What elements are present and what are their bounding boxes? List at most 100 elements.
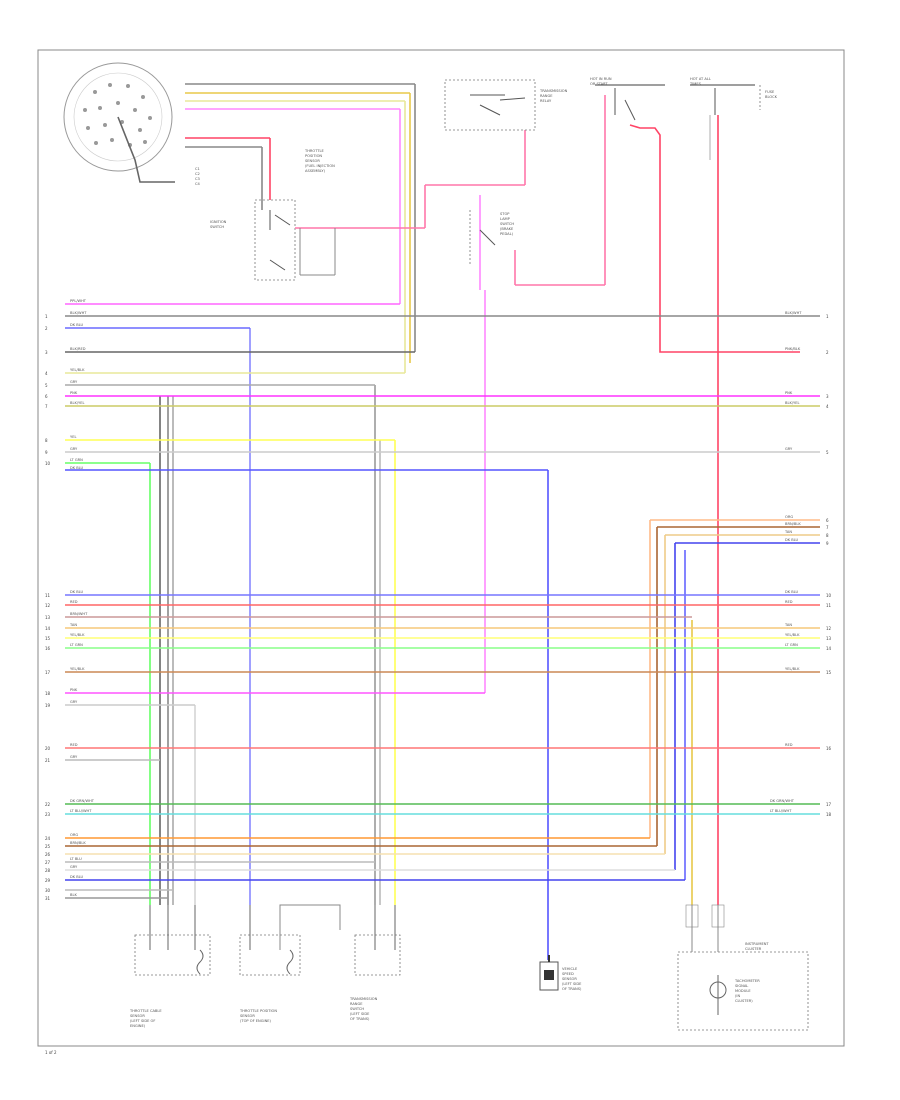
pin-number: 3 bbox=[45, 350, 48, 355]
wire-label: GRY bbox=[70, 380, 78, 384]
pin-number: 7 bbox=[45, 404, 48, 409]
pin-number: 15 bbox=[826, 670, 832, 675]
wire-label: LT BLU/WHT bbox=[70, 809, 92, 813]
pin-number: 9 bbox=[45, 450, 48, 455]
pin-number: 19 bbox=[45, 703, 51, 708]
pin-number: 13 bbox=[826, 636, 832, 641]
pin-number: 29 bbox=[45, 878, 51, 883]
pin-number: 6 bbox=[45, 394, 48, 399]
pin-number: 2 bbox=[45, 326, 48, 331]
wire-label: DK BLU bbox=[70, 466, 84, 470]
wire-label: RED bbox=[785, 743, 793, 747]
pin-number: 27 bbox=[45, 860, 51, 865]
pin-number: 2 bbox=[826, 350, 829, 355]
wire-label: YEL/BLK bbox=[70, 633, 85, 637]
wire-label: LT GRN bbox=[70, 458, 83, 462]
wire-label: GRY bbox=[785, 447, 793, 451]
pin-numbers-left: 1 2 3 4 5 6 7 8 9 10 11 12 13 14 15 16 1… bbox=[45, 314, 51, 901]
pin-number: 22 bbox=[45, 802, 51, 807]
pin-number: 8 bbox=[826, 533, 829, 538]
page-number: 1 of 2 bbox=[45, 1050, 57, 1055]
vehicle-speed-sensor bbox=[539, 955, 559, 991]
pin-number: 28 bbox=[45, 868, 51, 873]
pin-number: 5 bbox=[45, 383, 48, 388]
pin-number: 1 bbox=[826, 314, 829, 319]
wire-label: GRY bbox=[70, 700, 78, 704]
wire-label: GRY bbox=[70, 755, 78, 759]
wire-label: BLK/WHT bbox=[785, 311, 802, 315]
wire-label: YEL/BLK bbox=[785, 667, 800, 671]
pin-number: 12 bbox=[826, 626, 832, 631]
wire-label: ORG bbox=[785, 515, 793, 519]
pin-numbers-right: 1 2 3 4 5 6 7 8 9 10 11 12 13 14 15 16 1… bbox=[826, 314, 832, 817]
wire-label: TAN bbox=[69, 623, 77, 627]
pin-number: 11 bbox=[45, 593, 51, 598]
pin-number: 23 bbox=[45, 812, 51, 817]
bottom-mid-sensor bbox=[239, 904, 341, 976]
pin-number: 4 bbox=[45, 371, 48, 376]
wire-label: DK BLU bbox=[785, 538, 799, 542]
pin-number: 13 bbox=[45, 615, 51, 620]
pin-number: 31 bbox=[45, 896, 51, 901]
pcm-connector bbox=[63, 62, 175, 183]
wire-label: ORG bbox=[70, 833, 78, 837]
wire-labels-right: BLK/WHT PNK/BLK PNK BLK/YEL GRY ORG BRN/… bbox=[770, 311, 802, 813]
fuse-block bbox=[595, 84, 800, 905]
wire-label: YEL/BLK bbox=[785, 633, 800, 637]
tach-module bbox=[677, 904, 809, 1031]
wire-labels-left: PPL/WHT BLK/WHT DK BLU BLK/RED YEL/BLK G… bbox=[69, 299, 95, 897]
bottom-left-sensor bbox=[134, 905, 211, 976]
pin-number: 7 bbox=[826, 525, 829, 530]
wire-label: BRN/BLK bbox=[785, 522, 801, 526]
wire-label: PNK bbox=[785, 391, 793, 395]
wire-label: BLK bbox=[70, 893, 77, 897]
wire-label: DK GRN/WHT bbox=[770, 799, 795, 803]
pin-number: 11 bbox=[826, 603, 832, 608]
transmission-relay-area bbox=[424, 79, 606, 290]
pin-number: 14 bbox=[45, 626, 51, 631]
pin-number: 5 bbox=[826, 450, 829, 455]
pin-number: 26 bbox=[45, 852, 51, 857]
pin-number: 18 bbox=[826, 812, 832, 817]
pin-number: 15 bbox=[45, 636, 51, 641]
wire-label: DK BLU bbox=[785, 590, 799, 594]
wire-label: GRY bbox=[70, 865, 78, 869]
wire-label: GRY bbox=[70, 447, 78, 451]
pin-number: 16 bbox=[826, 746, 832, 751]
wire-label: DK BLU bbox=[70, 590, 84, 594]
wire-label: YEL/BLK bbox=[70, 368, 85, 372]
pin-number: 18 bbox=[45, 691, 51, 696]
wire-label: BLK/YEL bbox=[785, 401, 800, 405]
wire-label: PNK bbox=[70, 688, 78, 692]
wire-label: LT GRN bbox=[70, 643, 83, 647]
wire-label: BLK/WHT bbox=[70, 311, 87, 315]
pin-number: 16 bbox=[45, 646, 51, 651]
pin-number: 10 bbox=[45, 461, 51, 466]
pin-number: 17 bbox=[826, 802, 832, 807]
wire-label: LT GRN bbox=[785, 643, 798, 647]
pin-number: 25 bbox=[45, 844, 51, 849]
wire-label: LT BLU bbox=[70, 857, 82, 861]
wire-label: RED bbox=[70, 743, 78, 747]
pin-number: 6 bbox=[826, 518, 829, 523]
pin-number: 10 bbox=[826, 593, 832, 598]
wire-label: BLK/YEL bbox=[70, 401, 85, 405]
wire-label: BRN/WHT bbox=[70, 612, 88, 616]
wire-label: RED bbox=[70, 600, 78, 604]
pin-number: 4 bbox=[826, 404, 829, 409]
wire-label: LT BLU/WHT bbox=[770, 809, 792, 813]
wire-label: BLK/RED bbox=[70, 347, 86, 351]
vertical-runs bbox=[149, 290, 693, 960]
